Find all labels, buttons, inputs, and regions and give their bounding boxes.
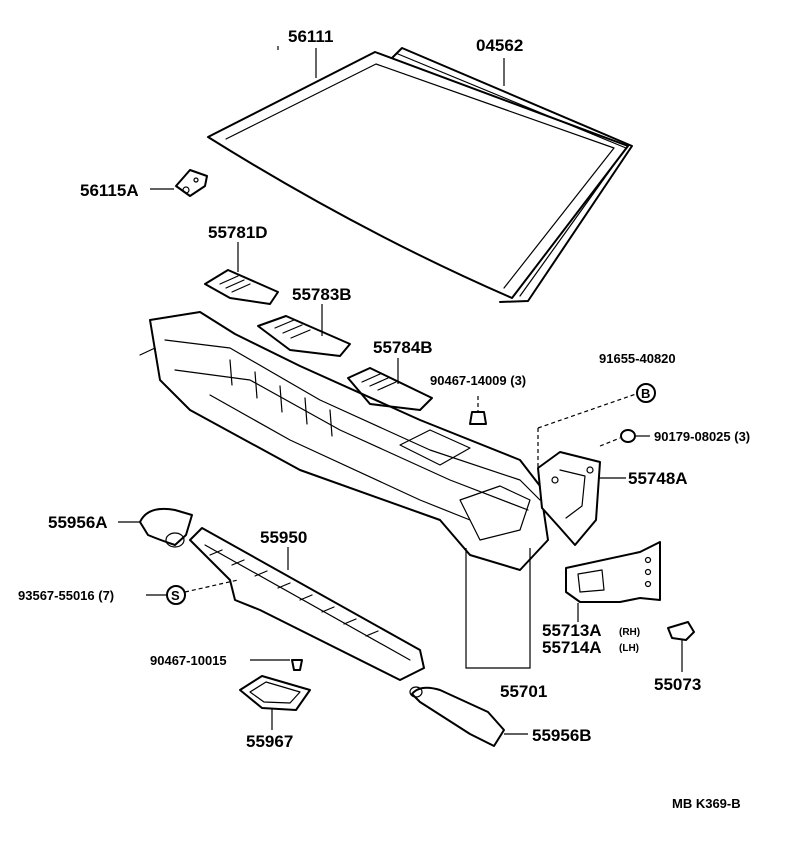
cowl-grille-55967 — [239, 675, 311, 730]
label-55701: 55701 — [500, 682, 547, 701]
cowl-louver-d — [204, 242, 279, 305]
label-55956b: 55956B — [532, 726, 592, 745]
label-55714a: 55714A — [542, 638, 602, 657]
duct-55956a — [118, 507, 193, 548]
cowl-louver-b — [257, 304, 351, 357]
label-55713a: 55713A — [542, 621, 602, 640]
label-04562: 04562 — [476, 36, 523, 55]
glass-stopper — [150, 169, 208, 197]
badge-b-letter: B — [641, 386, 650, 401]
cowl-panel — [139, 311, 549, 571]
label-55714a-side: (LH) — [619, 643, 639, 654]
label-55950: 55950 — [260, 528, 307, 547]
cowl-top-ventilator — [189, 527, 425, 681]
label-55784b: 55784B — [373, 338, 433, 357]
badge-s-letter: S — [171, 588, 180, 603]
windshield-glass — [207, 51, 629, 299]
cowl-panel-leader — [465, 548, 531, 669]
label-55956a: 55956A — [48, 513, 108, 532]
label-56111: 56111 — [288, 27, 333, 46]
label-90467-10015: 90467-10015 — [150, 653, 227, 668]
label-55781d: 55781D — [208, 223, 268, 242]
clip-90467-10015 — [250, 659, 303, 671]
label-55713a-side: (RH) — [619, 627, 640, 638]
label-90179: 90179-08025 (3) — [654, 429, 750, 444]
label-55748a: 55748A — [628, 469, 688, 488]
label-55783b: 55783B — [292, 285, 352, 304]
windshield-moulding — [391, 47, 633, 303]
label-91655: 91655-40820 — [599, 351, 676, 366]
bolt-91655 — [537, 383, 656, 468]
clip-90467-14009 — [469, 396, 487, 425]
label-55967: 55967 — [246, 732, 293, 751]
screw-93567 — [146, 579, 239, 605]
label-55073: 55073 — [654, 675, 701, 694]
label-90467-14009: 90467-14009 (3) — [430, 373, 526, 388]
cowl-louver-b2 — [347, 358, 433, 411]
label-93567: 93567-55016 (7) — [18, 588, 114, 603]
bracket-55748a — [537, 451, 626, 546]
clip-90179 — [599, 429, 650, 447]
bracket-55713a — [565, 541, 661, 622]
duct-55956b — [409, 686, 528, 747]
label-56115a: 56115A — [80, 181, 139, 200]
diagram-code: MB K369-B — [672, 796, 741, 811]
cover-55073 — [667, 621, 695, 672]
